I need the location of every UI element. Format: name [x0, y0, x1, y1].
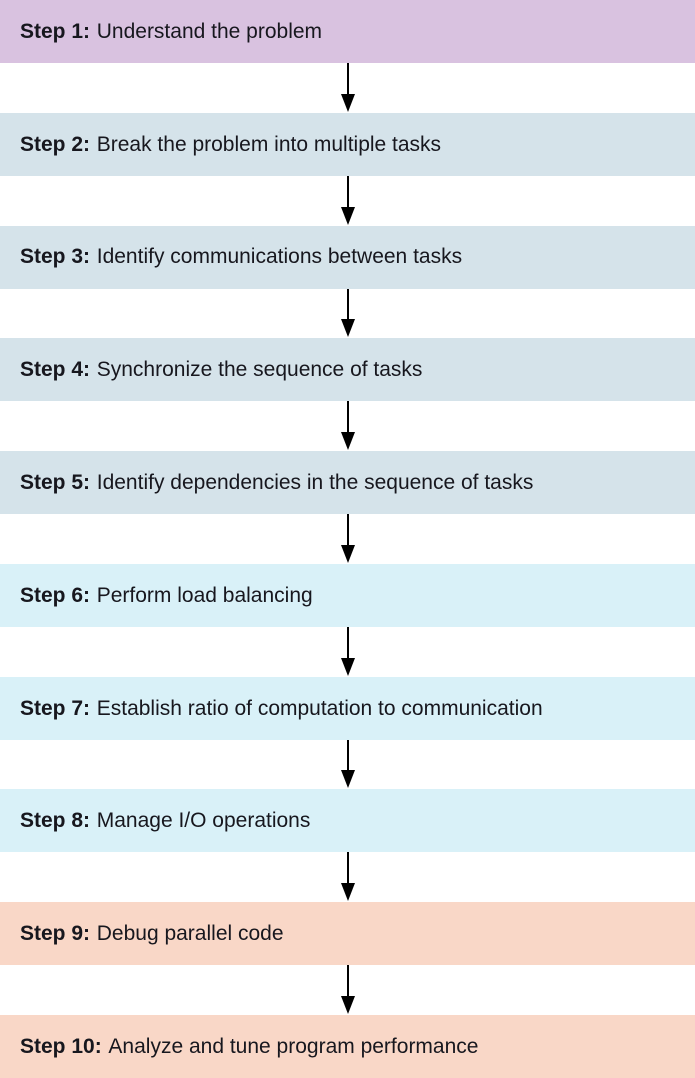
step-number-label: Step 10:	[20, 1034, 102, 1058]
step-text: Step 2:Break the problem into multiple t…	[20, 132, 441, 157]
arrow-line	[347, 288, 349, 320]
step-row-1: Step 1:Understand the problem	[0, 0, 695, 63]
down-arrow-icon	[341, 626, 355, 677]
step-number-label: Step 4:	[20, 358, 91, 382]
step-text: Step 9:Debug parallel code	[20, 921, 284, 946]
arrow-head	[341, 319, 355, 338]
step-description: Manage I/O operations	[96, 809, 311, 833]
down-arrow-icon	[341, 175, 355, 226]
down-arrow-icon	[341, 852, 355, 902]
step-row-3: Step 3:Identify communications between t…	[0, 225, 695, 289]
arrow-connector	[0, 175, 695, 226]
down-arrow-icon	[341, 288, 355, 339]
arrow-head	[341, 883, 355, 902]
step-text: Step 7:Establish ratio of computation to…	[20, 696, 543, 721]
step-description: Debug parallel code	[96, 922, 284, 946]
step-number-label: Step 3:	[20, 245, 91, 269]
step-row-9: Step 9:Debug parallel code	[0, 902, 695, 966]
arrow-line	[347, 514, 349, 545]
step-description: Establish ratio of computation to commun…	[96, 696, 543, 720]
arrow-head	[341, 206, 355, 225]
arrow-connector	[0, 401, 695, 451]
step-text: Step 10:Analyze and tune program perform…	[20, 1034, 478, 1059]
step-number-label: Step 8:	[20, 809, 91, 833]
arrow-head	[341, 432, 355, 451]
down-arrow-icon	[341, 514, 355, 564]
step-number-label: Step 1:	[20, 19, 91, 43]
arrow-connector	[0, 852, 695, 902]
step-row-7: Step 7:Establish ratio of computation to…	[0, 676, 695, 740]
arrow-connector	[0, 739, 695, 790]
step-number-label: Step 5:	[20, 471, 91, 495]
arrow-head	[341, 544, 355, 563]
step-row-8: Step 8:Manage I/O operations	[0, 789, 695, 853]
step-text: Step 3:Identify communications between t…	[20, 244, 462, 269]
step-description: Identify communications between tasks	[96, 245, 463, 269]
arrow-head	[341, 93, 355, 112]
down-arrow-icon	[341, 965, 355, 1015]
step-number-label: Step 7:	[20, 696, 91, 720]
step-row-10: Step 10:Analyze and tune program perform…	[0, 1015, 695, 1078]
down-arrow-icon	[341, 739, 355, 790]
arrow-head	[341, 657, 355, 676]
step-row-4: Step 4:Synchronize the sequence of tasks	[0, 338, 695, 402]
arrow-line	[347, 401, 349, 433]
step-number-label: Step 9:	[20, 922, 91, 946]
down-arrow-icon	[341, 63, 355, 113]
step-description: Synchronize the sequence of tasks	[96, 358, 423, 382]
arrow-line	[347, 63, 349, 94]
step-row-2: Step 2:Break the problem into multiple t…	[0, 112, 695, 176]
arrow-connector	[0, 514, 695, 564]
step-text: Step 6:Perform load balancing	[20, 583, 313, 608]
arrow-connector	[0, 288, 695, 339]
arrow-connector	[0, 626, 695, 677]
step-text: Step 8:Manage I/O operations	[20, 808, 310, 833]
arrow-line	[347, 739, 349, 771]
step-row-5: Step 5:Identify dependencies in the sequ…	[0, 451, 695, 515]
step-text: Step 1:Understand the problem	[20, 19, 322, 44]
step-description: Analyze and tune program performance	[108, 1034, 479, 1058]
arrow-connector	[0, 63, 695, 113]
step-row-6: Step 6:Perform load balancing	[0, 563, 695, 627]
step-text: Step 4:Synchronize the sequence of tasks	[20, 357, 422, 382]
step-number-label: Step 2:	[20, 132, 91, 156]
step-description: Perform load balancing	[96, 583, 313, 607]
step-description: Understand the problem	[96, 19, 323, 43]
step-description: Break the problem into multiple tasks	[96, 132, 442, 156]
step-number-label: Step 6:	[20, 583, 91, 607]
arrow-connector	[0, 965, 695, 1015]
step-text: Step 5:Identify dependencies in the sequ…	[20, 470, 533, 495]
down-arrow-icon	[341, 401, 355, 451]
arrow-line	[347, 626, 349, 658]
arrow-line	[347, 852, 349, 884]
arrow-line	[347, 175, 349, 207]
arrow-line	[347, 965, 349, 997]
arrow-head	[341, 770, 355, 789]
arrow-head	[341, 996, 355, 1015]
step-description: Identify dependencies in the sequence of…	[96, 471, 534, 495]
